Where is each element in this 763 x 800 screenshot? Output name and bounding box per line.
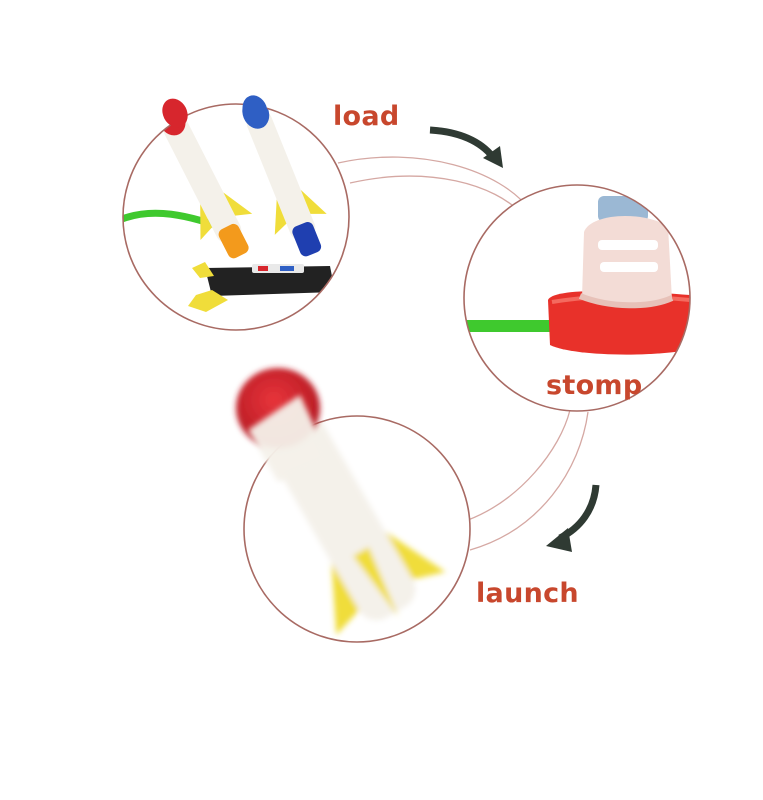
curved-arrow-icon [546, 484, 600, 552]
load-circle [122, 95, 350, 331]
connector-line [467, 409, 571, 521]
rocket-red-tip [162, 98, 188, 128]
step-label-launch: launch [476, 578, 579, 609]
curved-arrow-icon [429, 126, 503, 168]
connector-line [469, 411, 589, 551]
connector-line [349, 175, 523, 215]
shoe [578, 196, 674, 309]
rocket-upper-body [248, 395, 330, 482]
launch-circle [236, 368, 471, 643]
launcher-base [188, 262, 335, 312]
connector-line [337, 156, 531, 211]
connector-lines [337, 156, 589, 551]
stomp-circle [463, 184, 691, 412]
rocket-blue-tip [242, 95, 268, 125]
step-label-load: load [333, 101, 400, 132]
step-label-stomp: stomp [546, 370, 643, 401]
